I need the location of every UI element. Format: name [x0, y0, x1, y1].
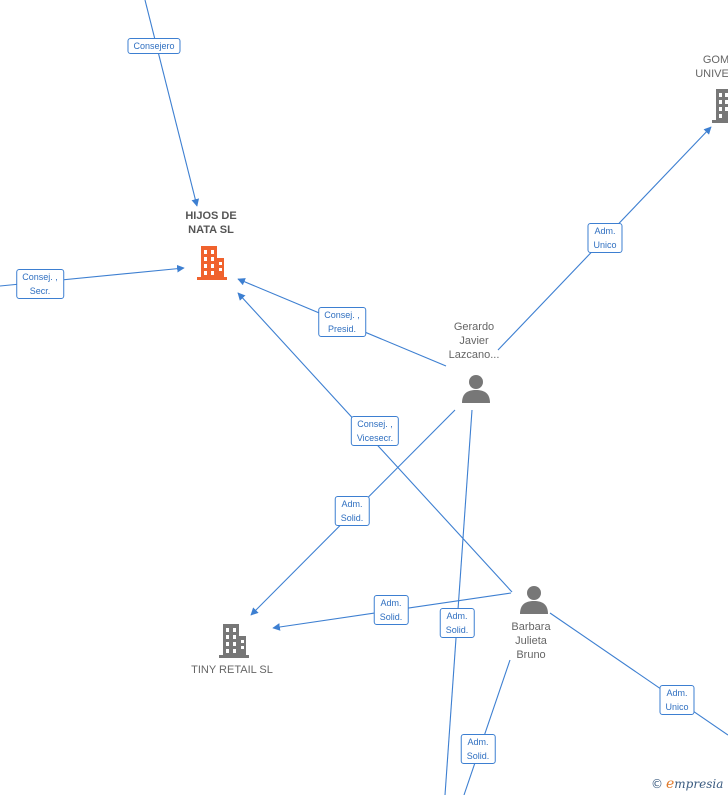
building-icon[interactable]: [196, 244, 228, 280]
label-line: Adm.: [594, 226, 616, 236]
label-line: Consej. ,: [22, 272, 58, 282]
edge-label-adm-unico-top[interactable]: Adm. Unico: [587, 223, 623, 253]
brand-name: mpresia: [674, 777, 724, 791]
node-label-hijos-de-nata[interactable]: HIJOS DE NATA SL: [185, 209, 236, 237]
label-line: TINY RETAIL SL: [191, 664, 273, 676]
label-line: Presid.: [327, 324, 356, 334]
label-line: Adm.: [666, 688, 688, 698]
brand-initial: e: [666, 776, 675, 792]
person-icon[interactable]: [519, 584, 549, 614]
node-label-gom-univer[interactable]: GOM UNIVER: [695, 53, 728, 81]
label-line: Solid.: [445, 625, 469, 635]
empresia-watermark: ©empresia: [651, 776, 723, 792]
label-line: UNIVER: [695, 68, 728, 80]
edge-label-adm-solid-barbara[interactable]: Adm. Solid.: [373, 595, 409, 625]
label-line: Javier: [459, 335, 489, 347]
label-line: Barbara: [511, 621, 551, 633]
label-line: Consejero: [133, 41, 175, 51]
label-line: Unico: [593, 240, 617, 250]
label-line: Vicesecr.: [356, 433, 394, 443]
edge-label-consej-secr[interactable]: Consej. , Secr.: [16, 269, 64, 299]
label-line: Adm.: [380, 598, 402, 608]
edge-label-adm-solid-gerardo[interactable]: Adm. Solid.: [334, 496, 370, 526]
label-line: Secr.: [29, 286, 51, 296]
label-line: NATA SL: [188, 224, 234, 236]
edge-label-adm-solid-down[interactable]: Adm. Solid.: [439, 608, 475, 638]
building-icon[interactable]: [711, 87, 728, 123]
node-label-tiny-retail[interactable]: TINY RETAIL SL: [191, 663, 273, 677]
label-line: GOM: [702, 54, 728, 66]
label-line: Consej. ,: [324, 310, 360, 320]
label-line: Solid.: [466, 751, 490, 761]
label-line: Adm.: [467, 737, 489, 747]
edge-label-adm-solid-bottom[interactable]: Adm. Solid.: [460, 734, 496, 764]
label-line: Adm.: [341, 499, 363, 509]
edge-label-consej-presid[interactable]: Consej. , Presid.: [318, 307, 366, 337]
label-line: HIJOS DE: [185, 210, 237, 222]
label-line: Bruno: [516, 649, 546, 661]
edge-adm-unico-bottom: [549, 612, 728, 736]
label-line: Gerardo: [453, 321, 495, 333]
label-line: Solid.: [340, 513, 364, 523]
edge-label-consej-vicesecr[interactable]: Consej. , Vicesecr.: [350, 416, 400, 446]
edge-consejero: [144, 0, 200, 207]
copyright-symbol: ©: [651, 777, 663, 791]
label-line: Lazcano...: [448, 349, 500, 361]
label-line: Solid.: [379, 612, 403, 622]
person-icon[interactable]: [461, 373, 491, 403]
building-icon[interactable]: [218, 622, 250, 658]
edge-label-consejero[interactable]: Consejero: [127, 38, 181, 54]
label-line: Julieta: [515, 635, 547, 647]
label-line: Adm.: [446, 611, 468, 621]
label-line: Unico: [665, 702, 689, 712]
edge-adm-solid-bottom: [463, 659, 511, 795]
edge-label-adm-unico-bottom[interactable]: Adm. Unico: [659, 685, 695, 715]
edge-adm-solid-down: [444, 409, 473, 795]
label-line: Consej. ,: [357, 419, 393, 429]
